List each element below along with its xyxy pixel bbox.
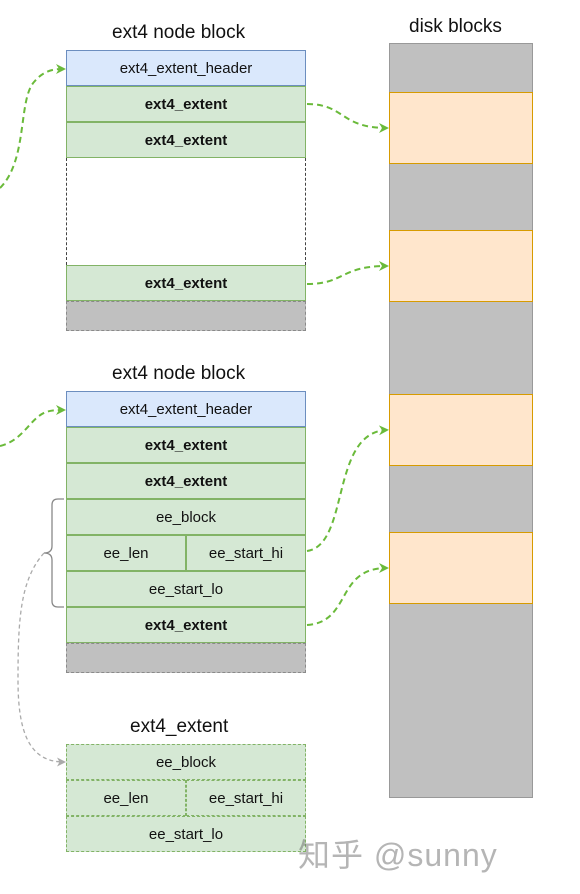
pointer-arrow <box>0 64 66 189</box>
watermark: 知乎 @sunny <box>298 837 498 873</box>
pointer-arrow <box>306 103 389 133</box>
node-block-1-title: ext4 node block <box>112 22 246 43</box>
ee-block-field: ee_block <box>66 499 306 535</box>
empty-slots <box>66 158 306 265</box>
pointer-arrow <box>306 425 389 552</box>
extent-entry: ext4_extent <box>66 122 306 158</box>
ee-start-lo-field: ee_start_lo <box>66 571 306 607</box>
unused-space <box>66 301 306 331</box>
extent-entry: ext4_extent <box>66 265 306 301</box>
pointer-arrow <box>306 563 389 626</box>
extent-entry: ext4_extent <box>66 463 306 499</box>
data-block <box>389 92 533 164</box>
unused-space <box>66 643 306 673</box>
ee-len-field: ee_len <box>66 780 186 816</box>
extent-fields-brace <box>43 498 64 608</box>
data-block <box>389 230 533 302</box>
extent-header: ext4_extent_header <box>66 50 306 86</box>
pointer-arrow <box>0 405 66 447</box>
extent-entry: ext4_extent <box>66 607 306 643</box>
extent-entry: ext4_extent <box>66 427 306 463</box>
ee-len-field: ee_len <box>66 535 186 571</box>
extent-header: ext4_extent_header <box>66 391 306 427</box>
extent-detail-title: ext4_extent <box>130 716 229 737</box>
ee-block-field: ee_block <box>66 744 306 780</box>
ee-start-hi-field: ee_start_hi <box>186 780 306 816</box>
ee-start-lo-field: ee_start_lo <box>66 816 306 852</box>
node-block-2-title: ext4 node block <box>112 363 246 384</box>
data-block <box>389 394 533 466</box>
disk-blocks-title: disk blocks <box>409 16 502 37</box>
ee-start-hi-field: ee_start_hi <box>186 535 306 571</box>
pointer-arrow <box>306 261 389 285</box>
extent-entry: ext4_extent <box>66 86 306 122</box>
data-block <box>389 532 533 604</box>
expansion-arrow <box>17 552 66 767</box>
